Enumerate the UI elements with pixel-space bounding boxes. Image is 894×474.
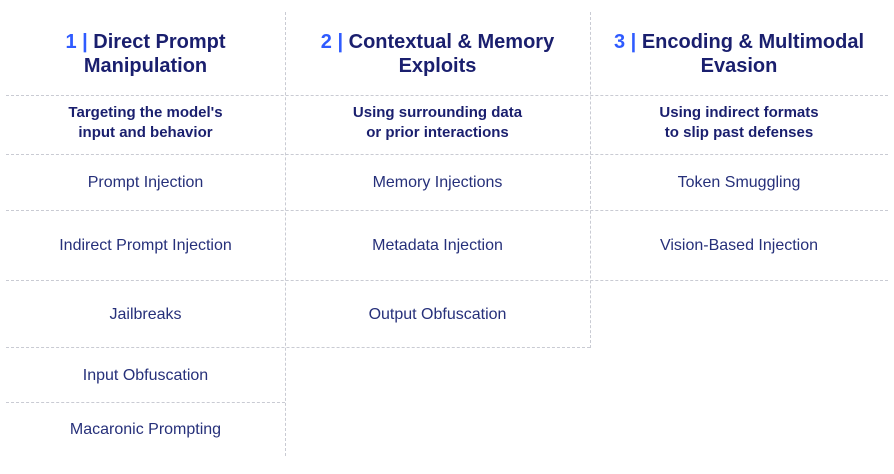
divider — [6, 154, 888, 155]
column-number: 3 | — [613, 31, 642, 53]
column-number: 1 | — [65, 31, 94, 53]
description-line1: Targeting the model's — [68, 104, 223, 121]
description-line1: Using surrounding data — [352, 104, 523, 121]
list-item: Metadata Injection — [372, 237, 503, 254]
divider — [6, 210, 888, 211]
description-line1: Using indirect formats — [659, 104, 819, 121]
list-item: Output Obfuscation — [368, 305, 507, 323]
divider — [6, 280, 888, 281]
list-item: Macaronic Prompting — [69, 420, 222, 438]
column-description: Using surrounding data or prior interact… — [285, 98, 590, 148]
column-title: 1 | Direct Prompt Manipulation — [6, 28, 285, 80]
list-item: Jailbreaks — [109, 305, 182, 323]
column-title-line1: Encoding & Multimodal — [641, 31, 865, 53]
description-line2: input and behavior — [78, 124, 213, 141]
column-title-line1: Contextual & Memory — [348, 31, 555, 53]
list-item: Indirect Prompt Injection — [59, 237, 232, 254]
description-line2: to slip past defenses — [664, 124, 814, 141]
divider — [6, 347, 590, 348]
divider — [6, 95, 888, 96]
column-divider — [590, 12, 591, 348]
description-line2: or prior interactions — [366, 124, 509, 141]
column-description: Using indirect formats to slip past defe… — [590, 98, 888, 148]
list-item: Vision-Based Injection — [659, 237, 819, 254]
column-title-line2: Exploits — [398, 55, 477, 77]
column-title-line2: Evasion — [700, 55, 778, 77]
column-title-line2: Manipulation — [83, 55, 208, 77]
column-title: 3 | Encoding & Multimodal Evasion — [590, 28, 888, 80]
column-number: 2 | — [320, 31, 349, 53]
divider — [6, 402, 285, 403]
list-item: Input Obfuscation — [82, 366, 209, 384]
column-description: Targeting the model's input and behavior — [6, 98, 285, 148]
column-title-line1: Direct Prompt — [93, 31, 226, 53]
list-item: Token Smuggling — [677, 174, 801, 191]
column-title: 2 | Contextual & Memory Exploits — [285, 28, 590, 80]
list-item: Memory Injections — [372, 174, 503, 191]
column-divider — [285, 12, 286, 456]
list-item: Prompt Injection — [87, 174, 204, 191]
